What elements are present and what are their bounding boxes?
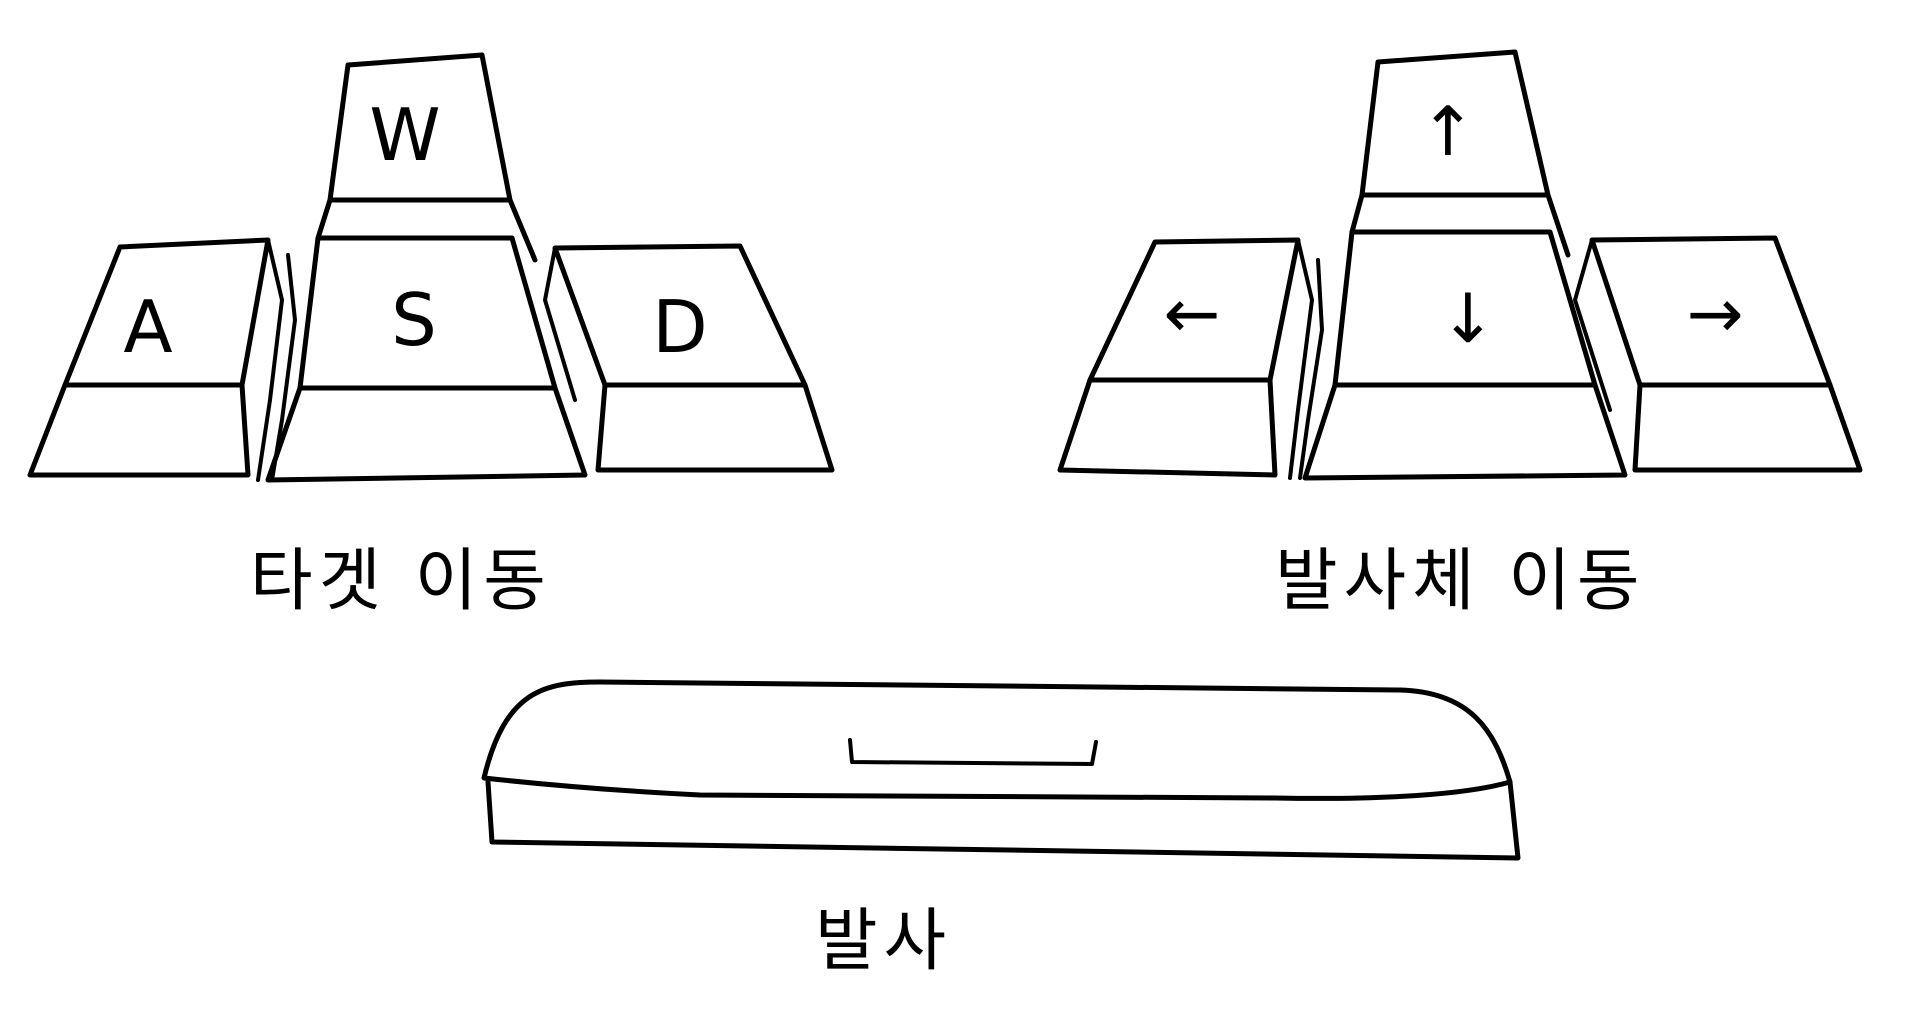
key-w: W: [315, 52, 538, 263]
key-left: ←: [1057, 237, 1301, 478]
wasd-caption: 타겟 이동: [250, 542, 552, 621]
key-d-label: D: [652, 285, 707, 369]
key-right: →: [1589, 235, 1863, 473]
key-down: ↓: [1302, 229, 1628, 481]
space-bar-icon: [481, 679, 1521, 861]
key-s: S: [265, 235, 588, 483]
key-a: A: [27, 237, 271, 478]
arrow-caption: 발사체 이동: [1275, 542, 1646, 621]
key-s-label: S: [391, 278, 437, 362]
key-up: ↑: [1349, 49, 1571, 258]
spacebar-caption: 발사: [815, 902, 953, 981]
key-w-label: W: [369, 93, 440, 177]
arrow-right-icon: →: [1687, 275, 1744, 354]
key-a-label: A: [123, 285, 172, 369]
arrow-left-icon: ←: [1164, 275, 1221, 354]
wasd-key-group: A D S W: [27, 52, 835, 483]
arrow-up-icon: ↑: [1420, 93, 1477, 172]
arrow-key-group: ← → ↓ ↑: [1057, 49, 1863, 481]
arrow-down-icon: ↓: [1440, 280, 1497, 359]
key-d: D: [552, 243, 835, 473]
